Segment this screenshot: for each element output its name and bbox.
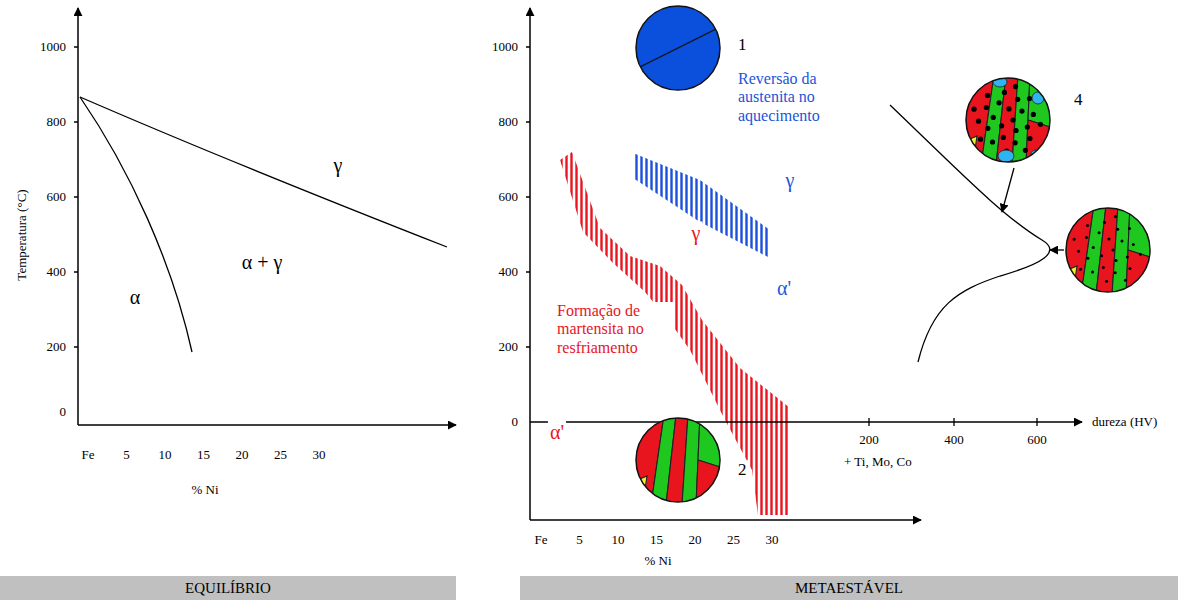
tick-label: 20	[234, 448, 251, 463]
caption-text: EQUILÍBRIO	[185, 580, 271, 597]
left-axes	[74, 8, 456, 425]
phase-label: γ	[332, 154, 345, 177]
microstructure-circle	[633, 415, 723, 505]
axis-title: % Ni	[642, 554, 673, 569]
tick-label: 1000	[490, 40, 520, 55]
callout-number: 2	[736, 460, 749, 480]
tick-label: 200	[497, 340, 521, 355]
phase-label: α + γ	[240, 251, 285, 274]
tick-label: 0	[510, 415, 521, 430]
tick-label: 15	[195, 448, 212, 463]
phase-label: γ	[690, 222, 703, 245]
tick-label: 1000	[38, 40, 68, 55]
microstructure-circle	[963, 75, 1053, 165]
axis-title: dureza (HV)	[1090, 415, 1159, 430]
tick-label: 600	[1025, 433, 1049, 448]
tick-label: 800	[497, 115, 521, 130]
tick-label: 15	[648, 533, 665, 548]
tick-label: 400	[942, 433, 966, 448]
pointer-arrows	[1002, 168, 1064, 250]
axis-title: % Ni	[189, 483, 220, 498]
tick-label: Fe	[533, 533, 550, 548]
caption-text: METAESTÁVEL	[795, 580, 903, 597]
annotation: Formação de martensita no resfriamento	[555, 302, 673, 357]
tick-label: Fe	[80, 448, 97, 463]
tick-label: 200	[857, 433, 881, 448]
tick-label: 10	[610, 533, 627, 548]
tick-label: 200	[45, 340, 69, 355]
microstructure-circle	[1063, 205, 1153, 295]
hardness-axis	[530, 421, 1082, 423]
tick-label: 25	[272, 448, 289, 463]
tick-label: 5	[121, 448, 132, 463]
tick-label: 0	[58, 405, 69, 420]
reversion-band	[633, 153, 770, 258]
annotation: Reversão da austenita no aquecimento	[736, 70, 852, 125]
tick-label: 600	[45, 190, 69, 205]
axis-title: Temperatura (°C)	[15, 187, 30, 282]
caption-bar: EQUILÍBRIO	[0, 576, 456, 600]
tick-label: 600	[497, 190, 521, 205]
caption-bar: METAESTÁVEL	[520, 576, 1178, 600]
tick-label: 800	[45, 115, 69, 130]
phase-label: γ	[784, 169, 797, 192]
right-axes	[526, 8, 921, 520]
tick-label: 5	[574, 533, 585, 548]
tick-label: 20	[687, 533, 704, 548]
hardness-ticks	[869, 418, 1037, 426]
tick-label: 30	[764, 533, 781, 548]
axis-note: + Ti, Mo, Co	[842, 455, 914, 470]
callout-number: 1	[736, 35, 749, 55]
tick-label: 10	[157, 448, 174, 463]
phase-boundaries	[80, 97, 447, 352]
tick-label: 25	[725, 533, 742, 548]
tick-label: 400	[45, 265, 69, 280]
microstructure-circle	[636, 6, 720, 90]
phase-label: α'	[548, 421, 566, 444]
tick-label: 400	[497, 265, 521, 280]
tick-label: 30	[311, 448, 328, 463]
phase-label: α'	[775, 277, 793, 300]
callout-number: 4	[1072, 90, 1085, 110]
phase-label: α	[128, 286, 142, 309]
